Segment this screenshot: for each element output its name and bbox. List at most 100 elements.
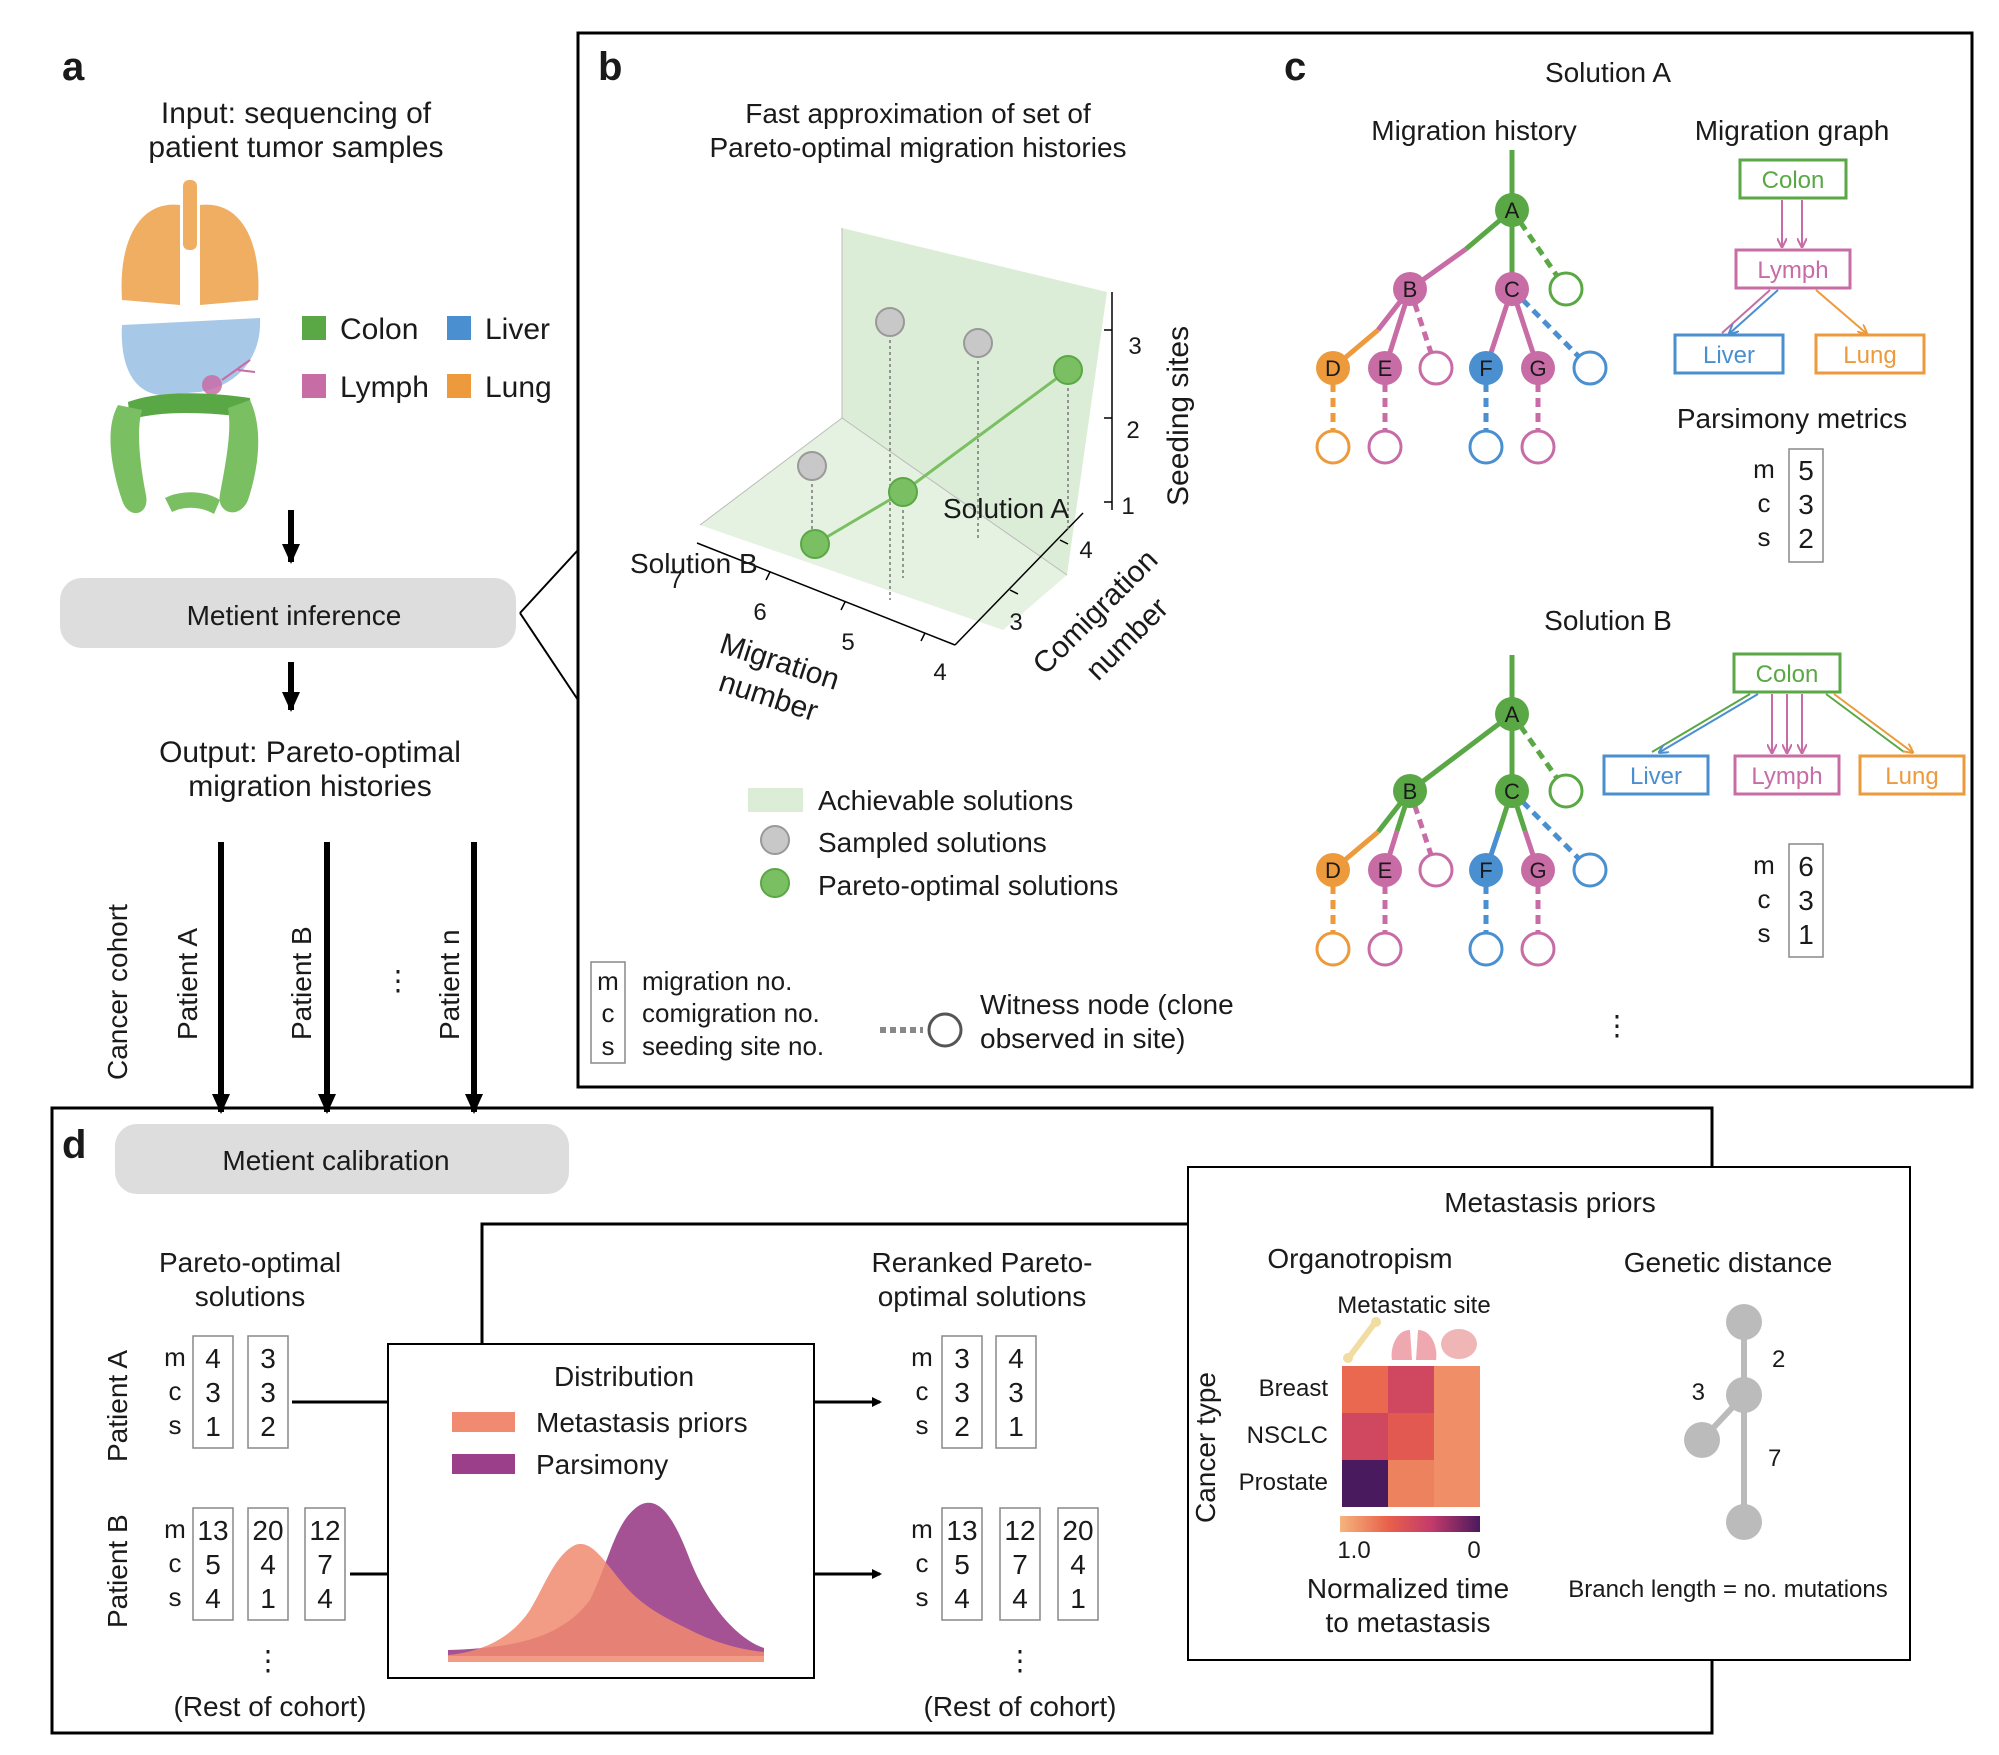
pareto-solutions-title-line1: Pareto-optimal	[159, 1247, 341, 1278]
migration-graph-title: Migration graph	[1695, 115, 1890, 146]
metric-letter-m: m	[1753, 850, 1775, 880]
metric-b-m-value: 6	[1798, 851, 1814, 882]
migration-graph-a: Colon Lymph Liver Lung	[1673, 158, 1926, 375]
metric-b-c-value: 3	[1798, 885, 1814, 916]
parsimony-swatch	[452, 1454, 515, 1474]
organotropism-title: Organotropism	[1267, 1243, 1452, 1274]
heatmap-cell	[1342, 1366, 1388, 1413]
metric-letter-m: m	[1753, 454, 1775, 484]
pareto-point	[888, 477, 918, 507]
output-a-value: 2	[954, 1411, 970, 1442]
key-desc-comigration: comigration no.	[642, 998, 820, 1028]
input-a-value: 4	[205, 1343, 221, 1374]
colorbar-max: 1.0	[1337, 1537, 1370, 1564]
panel-c-letter: c	[1284, 45, 1306, 89]
reranked-title-line2: optimal solutions	[878, 1281, 1087, 1312]
metric-letter: c	[916, 1376, 929, 1406]
zoom-connector	[519, 549, 579, 701]
graph-b-lung: Lung	[1885, 763, 1938, 790]
key-letter-s: s	[602, 1031, 615, 1061]
more-solutions-ellipsis: ⋮	[1603, 1010, 1631, 1041]
branch-length-bottom: 7	[1768, 1445, 1781, 1472]
metric-key: m c s migration no. comigration no. seed…	[590, 961, 824, 1064]
node-d-label: D	[1325, 858, 1341, 883]
input-a-value: 2	[260, 1411, 276, 1442]
output-ellipsis: ⋮	[1006, 1645, 1034, 1676]
pareto-point-solution-b	[800, 529, 830, 559]
input-b-solution-box	[192, 1507, 234, 1621]
input-title-line2: patient tumor samples	[148, 131, 443, 164]
lung-swatch	[447, 374, 471, 398]
achievable-plane-floor	[700, 418, 1067, 630]
site-legend: Colon Liver Lymph Lung	[302, 313, 552, 404]
witness-key: Witness node (clone observed in site)	[880, 989, 1234, 1054]
comigration-tick-3: 3	[1009, 609, 1022, 636]
branch-length-left: 3	[1692, 1379, 1705, 1406]
panel-b-letter: b	[598, 45, 622, 89]
pareto-swatch	[760, 868, 790, 898]
metrics-b: m c s 6 3 1	[1753, 843, 1824, 958]
cancer-type-nsclc: NSCLC	[1247, 1422, 1328, 1449]
metric-a-c-value: 3	[1798, 489, 1814, 520]
legend-achievable-label: Achievable solutions	[818, 785, 1073, 816]
metric-letter: c	[916, 1548, 929, 1578]
output-b-value: 4	[954, 1583, 970, 1614]
migration-tick-6: 6	[753, 599, 766, 626]
input-b-value: 5	[205, 1549, 221, 1580]
metient-inference-label: Metient inference	[187, 600, 402, 631]
migration-graph-b: Colon Liver Lymph Lung	[1602, 652, 1966, 796]
input-b-solution-box	[304, 1507, 346, 1621]
node-c-label: C	[1504, 277, 1520, 302]
genetic-distance-tree: 2 3 7	[1684, 1304, 1785, 1540]
input-b-value: 12	[309, 1515, 340, 1546]
graph-a-liver: Liver	[1703, 342, 1755, 369]
input-b-value: 4	[205, 1583, 221, 1614]
solution-b-title: Solution B	[1544, 605, 1672, 636]
panel-bc-frame	[576, 31, 1974, 1089]
key-letter-m: m	[597, 966, 619, 996]
colorbar-label-line1: Normalized time	[1307, 1573, 1509, 1604]
legend-liver-label: Liver	[485, 313, 550, 346]
output-a-value: 4	[1008, 1343, 1024, 1374]
output-a-value: 3	[954, 1343, 970, 1374]
heatmap-cell	[1388, 1366, 1434, 1413]
graph-a-lung: Lung	[1843, 342, 1896, 369]
graph-b-lymph: Lymph	[1751, 763, 1822, 790]
genetic-distance-title: Genetic distance	[1624, 1247, 1833, 1278]
node-c-label: C	[1504, 779, 1520, 804]
patient-a-row-label: Patient A	[102, 1350, 133, 1462]
cancer-type-prostate: Prostate	[1239, 1469, 1328, 1496]
output-b-value: 7	[1012, 1549, 1028, 1580]
distribution-title: Distribution	[554, 1361, 694, 1392]
node-g-label: G	[1529, 356, 1546, 381]
panel-b-legend: Achievable solutions Sampled solutions P…	[748, 785, 1118, 901]
output-a-value: 1	[1008, 1411, 1024, 1442]
parsimony-metrics-title: Parsimony metrics	[1677, 403, 1907, 434]
output-b-solution-box	[1057, 1507, 1099, 1621]
seeding-tick-3: 3	[1128, 333, 1141, 360]
patient-b-label: Patient B	[286, 926, 317, 1040]
cancer-type-label: Cancer type	[1190, 1372, 1221, 1523]
migration-tick-5: 5	[841, 629, 854, 656]
solution-a-annotation: Solution A	[943, 493, 1069, 524]
patient-ellipsis: ⋮	[384, 965, 412, 996]
metastatic-site-label: Metastatic site	[1337, 1292, 1490, 1319]
panel-b: b Fast approximation of set of Pareto-op…	[590, 45, 1234, 1064]
metient-calibration-box	[115, 1124, 569, 1194]
legend-parsimony-label: Parsimony	[536, 1449, 668, 1480]
graph-b-colon: Colon	[1756, 661, 1819, 688]
comigration-tick-4: 4	[1079, 537, 1092, 564]
node-f-label: F	[1479, 858, 1492, 883]
output-title-line2: migration histories	[188, 770, 431, 803]
migration-tick-4: 4	[933, 659, 946, 686]
input-a-value: 3	[205, 1377, 221, 1408]
migration-history-b: A B C D E F G	[1315, 655, 1608, 967]
patient-b-row-label: Patient B	[102, 1514, 133, 1628]
output-b-value: 5	[954, 1549, 970, 1580]
output-b-solution-box	[941, 1507, 983, 1621]
input-b-value: 20	[252, 1515, 283, 1546]
input-a-value: 1	[205, 1411, 221, 1442]
brain-icon	[1441, 1329, 1477, 1359]
metastasis-priors-box: Metastasis priors Organotropism Metastat…	[1187, 1166, 1911, 1661]
pareto-point-solution-a	[1053, 355, 1083, 385]
